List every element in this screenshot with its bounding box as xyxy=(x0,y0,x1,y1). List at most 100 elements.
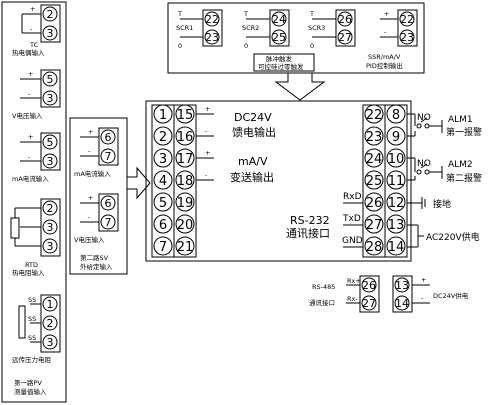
minus-sign: - xyxy=(28,153,31,161)
svg-text:+: + xyxy=(421,276,426,284)
terminal-11 xyxy=(386,170,406,190)
plus-sign: + xyxy=(28,70,33,78)
terminal-label: 3 xyxy=(47,27,54,40)
ssr-sub: PID控制输出 xyxy=(366,61,403,70)
dc24v-supply-label: DC24V供电 xyxy=(433,291,469,300)
gnd-label: GND xyxy=(342,236,363,246)
ma2-label: mA电流输入 xyxy=(74,169,111,178)
terminal-8 xyxy=(386,104,406,124)
terminal-number: 6 xyxy=(159,218,167,233)
rx-minus-label: Rx- xyxy=(347,295,358,303)
terminal-label: 5 xyxy=(47,136,54,149)
ma-label: mA电流输入 xyxy=(12,174,49,183)
terminal-number: 28 xyxy=(366,240,383,255)
main-terminal-box xyxy=(145,100,412,262)
terminal-13 xyxy=(386,214,406,234)
rx-plus-label: Rx+ xyxy=(347,277,361,285)
terminal-number: 7 xyxy=(159,240,167,255)
terminal-number: 27 xyxy=(366,218,383,233)
terminal-number: 16 xyxy=(177,130,194,145)
minus-sign: - xyxy=(88,147,91,155)
v-block: 5 3 + - V电压输入 xyxy=(12,69,61,120)
terminal-label: 6 xyxy=(105,197,112,210)
terminal-5 xyxy=(153,192,173,212)
scr-label: SCR3 xyxy=(308,24,325,32)
svg-text:SS: SS xyxy=(28,334,36,342)
terminal-14 xyxy=(386,236,406,256)
terminal-22 xyxy=(364,104,384,124)
terminal-number: 1 xyxy=(159,108,167,123)
terminal-3 xyxy=(153,148,173,168)
terminal-number: 26 xyxy=(366,196,383,211)
terminal-label: 5 xyxy=(47,73,54,86)
terminal-label: 1 xyxy=(47,298,54,311)
terminal-7 xyxy=(153,236,173,256)
scr-block-3: 26 27 T SCR3 0 xyxy=(308,9,356,50)
scr-t: T xyxy=(177,10,182,18)
terminal-label: 27 xyxy=(362,297,376,310)
terminal-15 xyxy=(175,104,195,124)
terminal-number: 12 xyxy=(388,196,405,211)
left-footer-2: 测量值输入 xyxy=(14,387,47,396)
terminal-label: 3 xyxy=(47,240,54,253)
terminal-label: 2 xyxy=(47,202,54,215)
transmit-output-label: 变送输出 xyxy=(230,170,274,184)
no-label-2: NO xyxy=(417,159,431,169)
right-arrow-icon xyxy=(126,166,151,200)
svg-text:-: - xyxy=(205,127,208,135)
terminal-label: 26 xyxy=(338,13,352,26)
terminal-number: 14 xyxy=(388,240,405,255)
terminal-label: 13 xyxy=(395,279,409,292)
rs485-label: RS-485 xyxy=(312,283,335,291)
ssr-block: 22 23 + - SSR/mA/V PID控制输出 xyxy=(366,9,418,70)
mid-panel-frame xyxy=(69,117,128,275)
rxd-label: RxD xyxy=(343,192,362,202)
plus-sign: + xyxy=(384,10,389,18)
txd-label: TxD xyxy=(342,214,361,224)
terminal-label: 2 xyxy=(47,317,54,330)
terminal-number: 13 xyxy=(388,218,405,233)
terminal-25 xyxy=(364,170,384,190)
terminal-24 xyxy=(364,148,384,168)
terminal-16 xyxy=(175,126,195,146)
minus-sign: - xyxy=(384,28,387,36)
tc-title: TC xyxy=(29,41,39,49)
svg-text:-: - xyxy=(421,294,424,302)
scr-block-1: 22 23 T SCR1 0 xyxy=(176,9,223,50)
comm-label: 通讯接口 xyxy=(309,298,335,307)
dc24v-supply-block: 13 14 + - DC24V供电 xyxy=(392,275,469,313)
minus-sign: - xyxy=(88,213,91,221)
terminal xyxy=(42,6,58,22)
mid-footer-1: 第二路SV xyxy=(80,253,109,262)
terminal-label: 23 xyxy=(400,31,414,44)
alm2-label: ALM2 xyxy=(448,160,473,170)
terminal-number: 3 xyxy=(159,152,167,167)
terminal-23 xyxy=(364,126,384,146)
terminal-label: 26 xyxy=(362,279,376,292)
plus-sign: + xyxy=(30,5,35,13)
terminal-label: 3 xyxy=(47,155,54,168)
terminal-4 xyxy=(153,170,173,190)
terminal-number: 25 xyxy=(366,174,383,189)
ground-label: 接地 xyxy=(433,198,451,210)
left-footer-1: 第一路PV xyxy=(14,378,42,387)
terminal-label: 3 xyxy=(47,221,54,234)
terminal-number: 10 xyxy=(388,152,405,167)
terminal-number: 11 xyxy=(388,174,405,189)
terminal-label: 25 xyxy=(272,31,286,44)
terminal-number: 4 xyxy=(159,174,167,189)
tc-label: 热电偶输入 xyxy=(12,48,45,57)
terminal-number: 2 xyxy=(159,130,167,145)
plus-sign: + xyxy=(88,194,93,202)
rtd-block: 2 3 3 RTD 热电阻输入 xyxy=(10,198,61,277)
trans-label: 远传压力电阻 xyxy=(12,355,52,364)
ma2-block: 6 7 + - mA电流输入 xyxy=(74,127,119,178)
v2-label: V电压输入 xyxy=(74,235,105,244)
transmitter-block: 1 2 3 SS SS SS 远传压力电阻 xyxy=(12,294,61,364)
terminal-number: 20 xyxy=(177,218,194,233)
terminal-label: 2 xyxy=(47,8,54,21)
terminal-label: 7 xyxy=(105,216,112,229)
rtd-title: RTD xyxy=(25,261,38,269)
terminal-number: 5 xyxy=(159,196,167,211)
terminal-2 xyxy=(153,126,173,146)
